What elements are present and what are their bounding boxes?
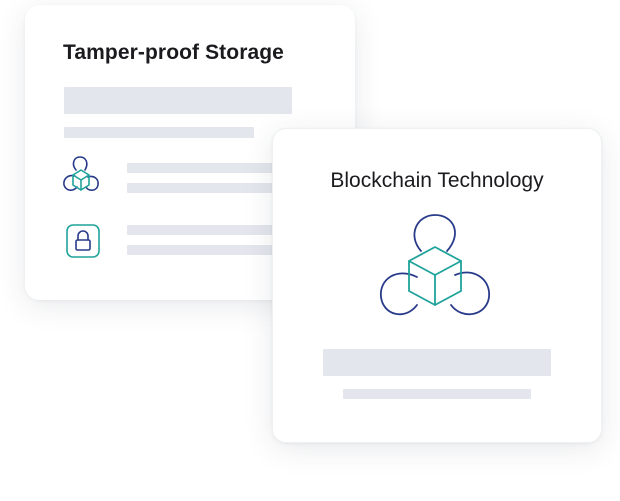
placeholder-bar (127, 163, 355, 173)
blockchain-cube-icon (380, 214, 490, 316)
card-title: Tamper-proof Storage (63, 41, 284, 64)
placeholder-bar (127, 183, 355, 193)
placeholder-bar (64, 87, 292, 114)
placeholder-bar (343, 389, 531, 399)
card-title: Blockchain Technology (330, 169, 544, 192)
placeholder-bar (323, 349, 551, 376)
blockchain-cube-icon (63, 156, 99, 191)
placeholder-bar (64, 127, 254, 138)
blockchain-technology-card: Blockchain Technology (272, 128, 602, 443)
placeholder-bar (127, 245, 355, 255)
lock-icon (66, 224, 100, 258)
placeholder-bar (127, 225, 355, 235)
